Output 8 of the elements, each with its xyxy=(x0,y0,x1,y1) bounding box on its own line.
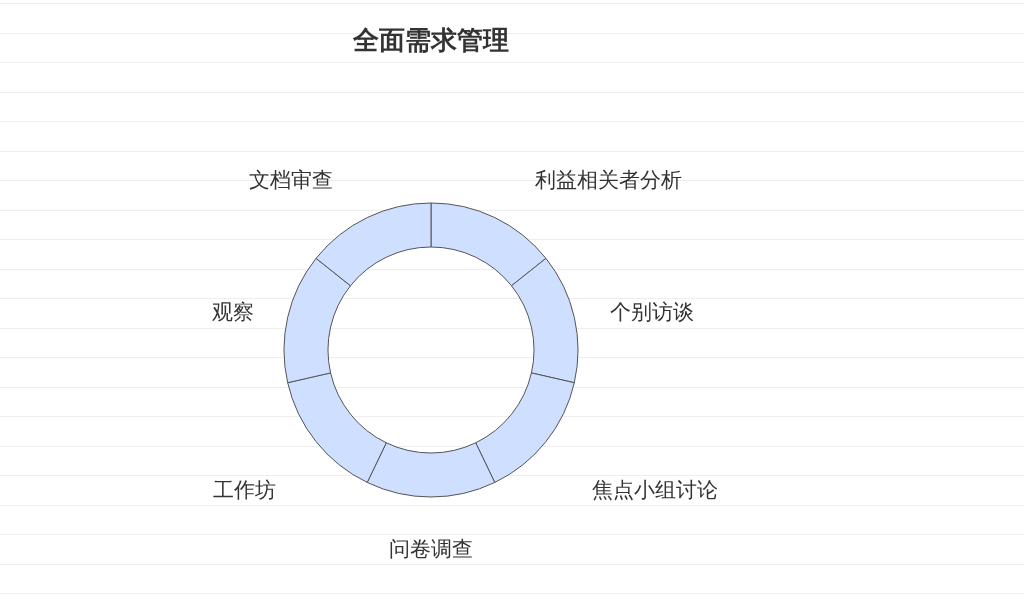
segment-label: 观察 xyxy=(212,299,254,327)
segment-label: 问卷调查 xyxy=(389,536,473,564)
title: 全面需求管理 xyxy=(353,23,509,57)
segment-label: 文档审查 xyxy=(249,167,333,195)
segment-label: 焦点小组讨论 xyxy=(592,477,718,505)
segment-label: 个别访谈 xyxy=(610,299,694,327)
segment-label: 利益相关者分析 xyxy=(534,167,682,195)
segment-label: 工作坊 xyxy=(212,477,276,505)
